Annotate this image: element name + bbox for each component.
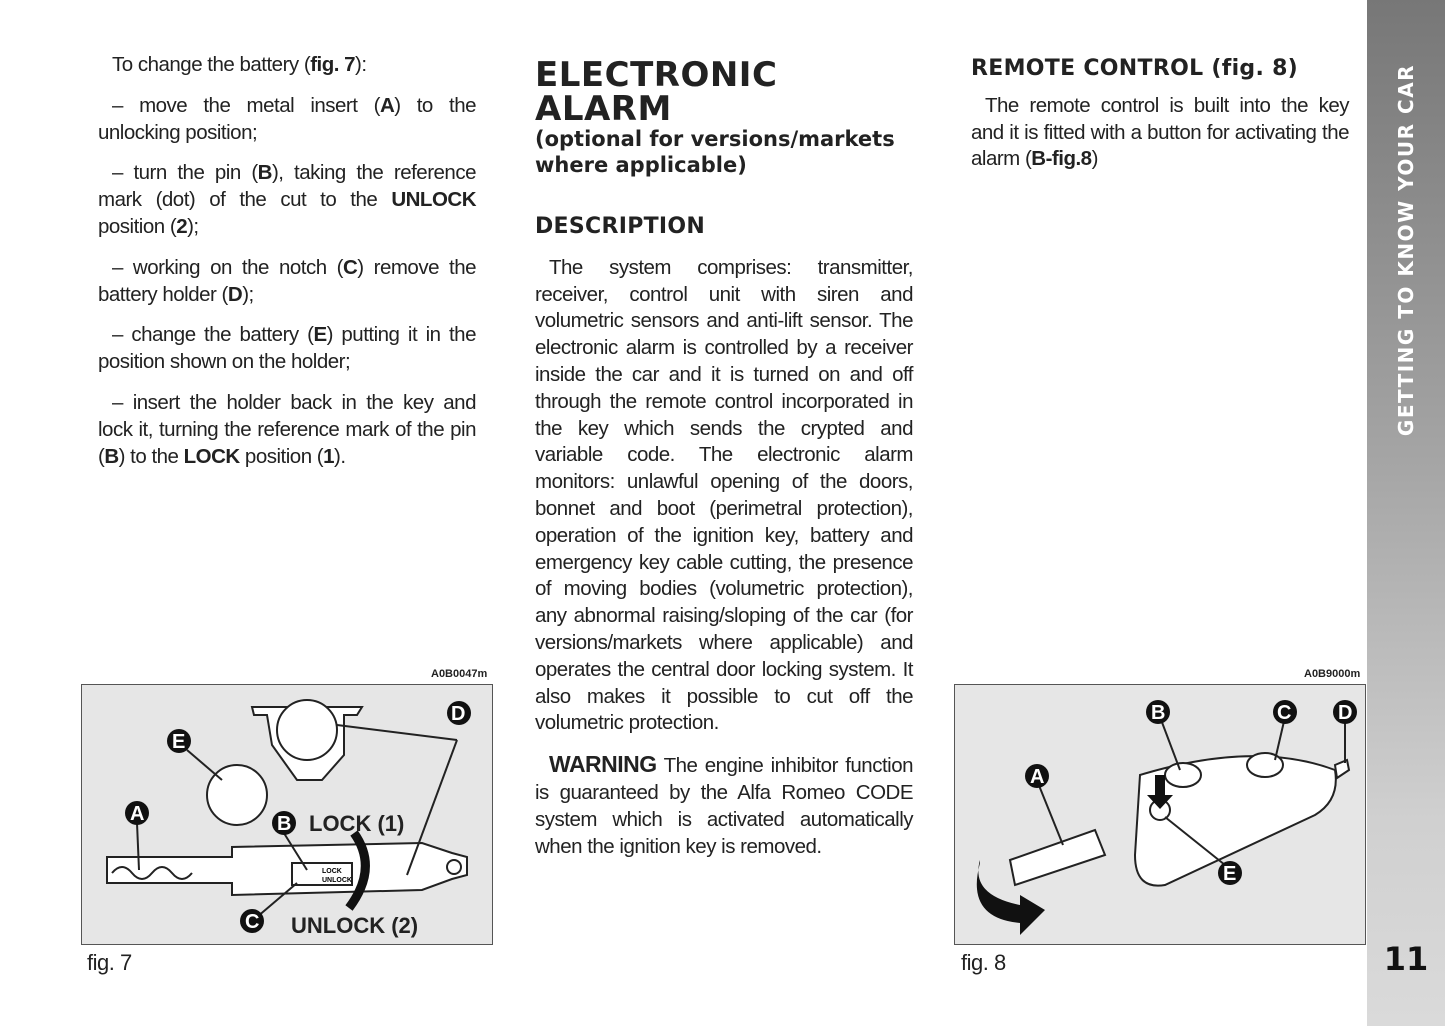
description-heading: DESCRIPTION xyxy=(535,214,706,239)
chapter-sidebar xyxy=(1367,0,1445,1026)
section-subtitle: (optional for versions/markets where app… xyxy=(535,127,895,177)
figure-7-key-battery: A B C D E LOCK (1) UNLOCK (2) LOCK UNLOC… xyxy=(81,684,493,945)
column-electronic-alarm: ELECTRONIC ALARM (optional for versions/… xyxy=(535,52,914,874)
unlock-label: UNLOCK (2) xyxy=(291,913,418,938)
intro-paragraph: To change the battery (fig. 7): xyxy=(112,53,367,76)
figure-7-caption: fig. 7 xyxy=(87,950,132,975)
step-1: – move the metal insert (A) to the unloc… xyxy=(98,93,477,144)
figure-code: A0B9000m xyxy=(1304,668,1361,680)
step-4: – change the battery (E) putting it in t… xyxy=(98,323,477,374)
label-e: E xyxy=(172,731,185,753)
lock-label: LOCK (1) xyxy=(309,811,404,836)
remote-control-body: The remote control is built into the key… xyxy=(971,93,1350,171)
step-2: – turn the pin (B), taking the reference… xyxy=(98,161,476,238)
label-e: E xyxy=(1223,863,1236,885)
step-5: – insert the holder back in the key and … xyxy=(98,390,477,468)
label-d: D xyxy=(451,703,465,725)
label-d: D xyxy=(1338,702,1352,724)
label-b: B xyxy=(1151,702,1165,724)
column-battery-change: To change the battery (fig. 7): – move t… xyxy=(98,52,477,484)
label-b: B xyxy=(277,813,291,835)
step-3: – working on the notch (C) remove the ba… xyxy=(98,255,477,306)
warning-paragraph: WARNING The engine inhibitor function is… xyxy=(535,751,914,858)
page-number: 11 xyxy=(1383,940,1429,978)
section-title: ELECTRONIC ALARM xyxy=(535,55,778,129)
label-c: C xyxy=(245,911,259,933)
label-a: A xyxy=(130,803,144,825)
column-remote-control: REMOTE CONTROL (fig. 8) The remote contr… xyxy=(971,52,1350,187)
figure-code: A0B0047m xyxy=(431,668,488,680)
pin-lock-label: LOCK xyxy=(322,868,342,875)
remote-control-heading: REMOTE CONTROL (fig. 8) xyxy=(971,56,1299,81)
label-a: A xyxy=(1030,766,1044,788)
chapter-title: GETTING TO KNOW YOUR CAR xyxy=(1394,63,1418,437)
figure-8-remote-key: A B C D E xyxy=(954,684,1366,945)
description-body: The system comprises: transmitter, recei… xyxy=(535,255,914,735)
pin-unlock-label: UNLOCK xyxy=(322,877,352,884)
figure-8-caption: fig. 8 xyxy=(961,950,1006,975)
label-c: C xyxy=(1277,702,1291,724)
